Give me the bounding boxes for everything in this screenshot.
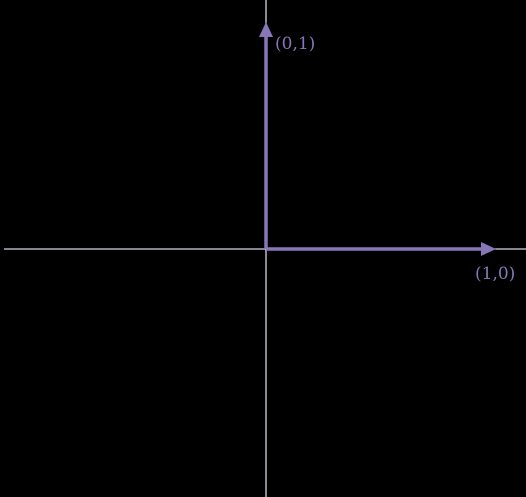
- vector-1-0-label: (1,0): [475, 264, 515, 284]
- vector-0-1-arrowhead: [259, 22, 273, 37]
- vector-1-0-arrowhead: [481, 242, 496, 256]
- vector-1-0: (1,0): [266, 242, 515, 284]
- vector-0-1-label: (0,1): [275, 34, 315, 54]
- vector-0-1: (0,1): [259, 22, 315, 249]
